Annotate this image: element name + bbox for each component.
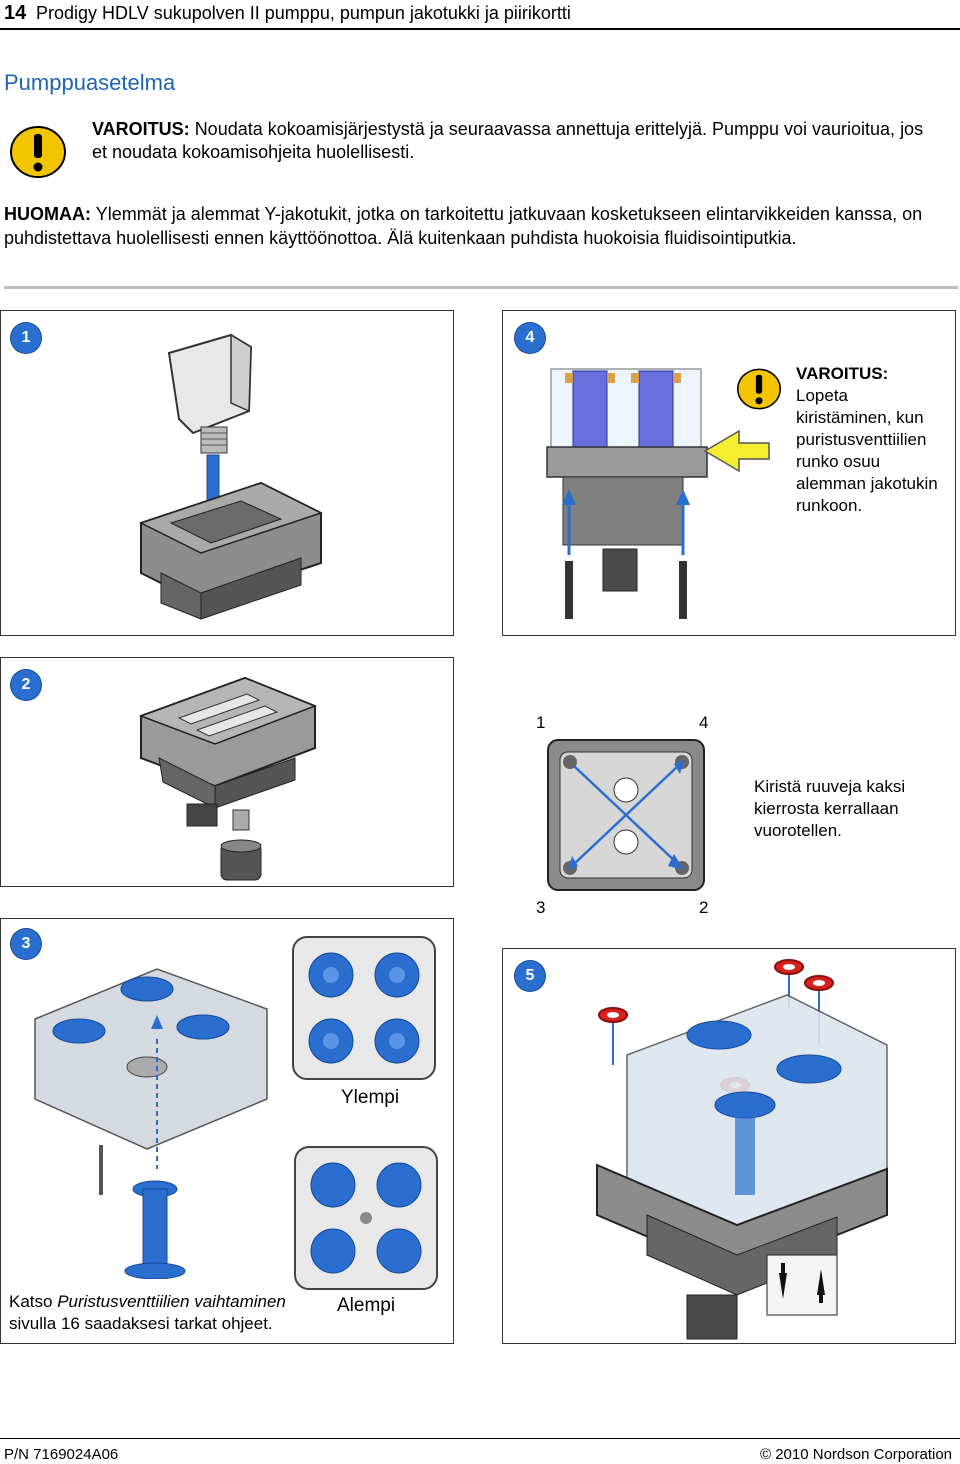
panel4-warning: VAROITUS: Lopeta kiristäminen, kun puris…: [796, 363, 946, 517]
panel-step-4: 4 VAROITUS: Lopeta kiristäminen, kun pur…: [502, 310, 956, 636]
panel-step-3: 3 Ylempi Alempi Katso Puristusventtiilie…: [0, 918, 454, 1344]
torque-label-2: 2: [699, 898, 709, 917]
footer-rule: [0, 1438, 960, 1439]
panel-step-5: 5: [502, 948, 956, 1344]
step-badge-1: 1: [11, 323, 41, 353]
panel-step-1: 1: [0, 310, 454, 636]
section-title: Pumppuasetelma: [4, 70, 176, 95]
warning-text: VAROITUS: Noudata kokoamisjärjestystä ja…: [92, 118, 932, 164]
upper-manifold-illustration: [34, 968, 268, 1279]
step-badge-5: 5: [515, 961, 545, 991]
separator-bar: [4, 286, 958, 289]
lower-label: Alempi: [337, 1295, 396, 1316]
note-body: Ylemmät ja alemmat Y-jakotukit, jotka on…: [4, 204, 923, 248]
torque-instruction: Kiristä ruuveja kaksi kierrosta kerralla…: [754, 777, 906, 840]
torque-label-1: 1: [536, 713, 546, 732]
panel4-warning-label: VAROITUS:: [796, 364, 889, 383]
warning-icon: [10, 126, 66, 178]
torque-label-4: 4: [699, 713, 709, 732]
part-number: P/N 7169024A06: [4, 1446, 119, 1463]
panel-step-2: 2: [0, 657, 454, 887]
note-text: HUOMAA: Ylemmät ja alemmat Y-jakotukit, …: [4, 202, 954, 250]
reference-prefix: Katso: [9, 1292, 58, 1311]
document-title: Prodigy HDLV sukupolven II pumppu, pumpu…: [36, 3, 571, 23]
copyright: © 2010 Nordson Corporation: [760, 1446, 952, 1463]
page-number: 14: [4, 2, 27, 24]
reference-suffix: sivulla 16 saadaksesi tarkat ohjeet.: [9, 1314, 273, 1333]
torque-label-3: 3: [536, 898, 546, 917]
step-badge-2: 2: [11, 670, 41, 700]
header-rule: [0, 28, 960, 30]
manifold-insert-illustration: [139, 333, 323, 620]
torque-pattern-diagram: [547, 739, 705, 891]
lower-manifold-topview: [294, 1146, 438, 1290]
step-badge-3: 3: [11, 929, 41, 959]
torque-sequence: 1 4 3 2 Kiristä ruuveja kaksi kierrosta …: [520, 700, 950, 930]
panel4-warning-text: Lopeta kiristäminen, kun puristusventtii…: [796, 386, 938, 515]
final-assembly-illustration: [596, 959, 888, 1340]
reference-link-title[interactable]: Puristusventtiilien vaihtaminen: [57, 1292, 286, 1311]
warning-icon: [737, 368, 781, 410]
reference-text: Katso Puristusventtiilien vaihtaminen si…: [9, 1291, 319, 1335]
warning-body: Noudata kokoamisjärjestystä ja seuraavas…: [92, 119, 924, 162]
upper-label: Ylempi: [341, 1087, 400, 1108]
lower-manifold-illustration: [138, 676, 318, 881]
upper-manifold-topview: [292, 936, 436, 1080]
pinch-valve-assembly-illustration: [546, 368, 770, 619]
note-label: HUOMAA:: [4, 204, 91, 224]
step-badge-4: 4: [515, 323, 545, 353]
warning-label: VAROITUS:: [92, 119, 190, 139]
